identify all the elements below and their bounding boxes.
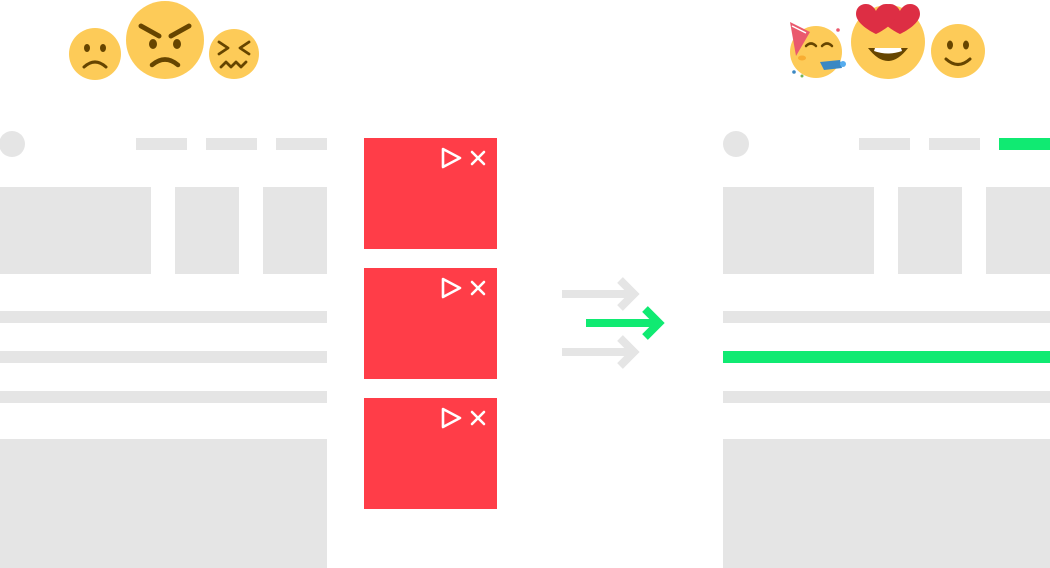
after-card-block — [898, 187, 962, 274]
ad-block — [364, 138, 497, 249]
after-hero-block — [723, 187, 874, 274]
before-page-wireframe — [0, 131, 327, 568]
muted-arrow-icon — [562, 335, 640, 369]
close-icon — [470, 280, 486, 296]
close-icon — [470, 150, 486, 166]
before-text-line — [0, 391, 327, 403]
before-content-block — [0, 439, 327, 568]
slightly-smiling-face-emoji — [931, 24, 985, 78]
ad-block — [364, 398, 497, 509]
before-emoji-group — [69, 1, 259, 80]
after-page-wireframe — [723, 131, 1050, 568]
play-icon — [441, 407, 462, 429]
play-icon — [441, 147, 462, 169]
close-icon — [470, 410, 486, 426]
before-nav-item — [276, 138, 327, 150]
after-emoji-group — [790, 4, 985, 79]
angry-face-emoji — [126, 1, 204, 79]
highlight-arrow-icon — [586, 306, 665, 340]
play-icon — [441, 277, 462, 299]
before-text-line — [0, 311, 327, 323]
muted-arrow-icon — [562, 277, 640, 311]
after-nav-item — [929, 138, 980, 150]
ad-block — [364, 268, 497, 379]
before-card-block — [175, 187, 239, 274]
transition-arrows — [562, 277, 665, 369]
after-text-line — [723, 391, 1050, 403]
confounded-face-emoji — [209, 29, 259, 79]
ad-stack — [364, 138, 497, 509]
after-text-line — [723, 351, 1050, 363]
after-content-block — [723, 439, 1050, 568]
before-hero-block — [0, 187, 151, 274]
before-nav-item — [136, 138, 187, 150]
after-nav-item — [999, 138, 1050, 150]
frowning-face-emoji — [69, 28, 121, 80]
after-card-block — [986, 187, 1050, 274]
after-logo-placeholder — [723, 131, 749, 157]
before-nav-item — [206, 138, 257, 150]
partying-face-emoji — [790, 22, 846, 78]
after-nav-item — [859, 138, 910, 150]
after-text-line — [723, 311, 1050, 323]
heart-eyes-face-emoji — [851, 4, 925, 79]
before-text-line — [0, 351, 327, 363]
before-logo-placeholder — [0, 131, 25, 157]
before-card-block — [263, 187, 327, 274]
